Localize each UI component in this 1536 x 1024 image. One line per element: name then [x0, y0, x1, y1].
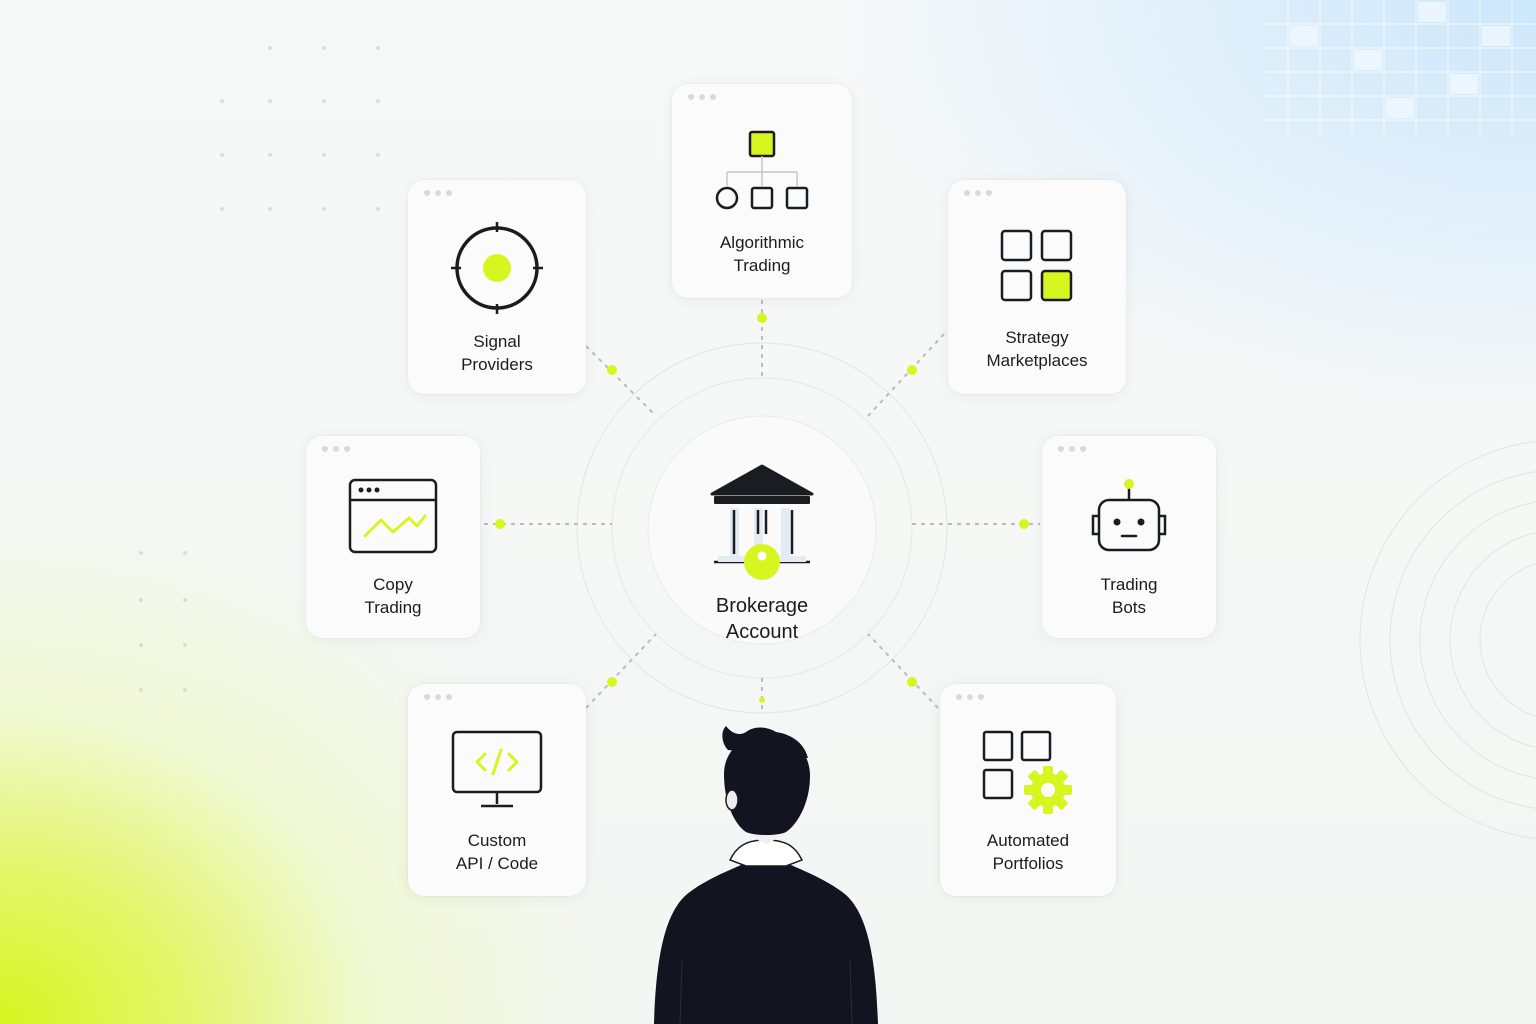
window-dots	[424, 190, 452, 196]
card-strategy-marketplaces[interactable]: Strategy Marketplaces	[948, 180, 1126, 394]
window-dots	[956, 694, 984, 700]
card-label-line2: Marketplaces	[986, 351, 1088, 370]
monitor-code-icon	[451, 730, 543, 808]
card-algorithmic-trading[interactable]: Algorithmic Trading	[672, 84, 852, 298]
card-label-line1: Strategy	[1005, 328, 1069, 347]
robot-icon	[1091, 479, 1167, 552]
person-back-icon	[654, 726, 878, 1024]
card-label-line1: Trading	[1100, 575, 1158, 594]
card-label-line2: Portfolios	[992, 854, 1064, 873]
card-signal-providers[interactable]: Signal Providers	[408, 180, 586, 394]
window-dots	[1058, 446, 1086, 452]
connector-dot	[607, 365, 617, 375]
bank-icon	[710, 464, 814, 580]
connector-dot	[1019, 519, 1029, 529]
hub-label-line1: Brokerage	[715, 595, 809, 617]
grid-gear-icon	[982, 730, 1072, 814]
connector-dot	[495, 519, 505, 529]
card-label-line1: Automated	[986, 831, 1070, 850]
card-label-line1: Signal	[473, 332, 521, 351]
window-dots	[424, 694, 452, 700]
hierarchy-icon	[715, 130, 809, 210]
card-label: Strategy Marketplaces	[948, 326, 1126, 372]
card-label-line1: Copy	[373, 575, 413, 594]
card-copy-trading[interactable]: Copy Trading	[306, 436, 480, 638]
hub-label: Brokerage Account	[662, 593, 862, 645]
card-label-line2: Trading	[364, 598, 422, 617]
card-label-line2: Providers	[461, 355, 533, 374]
card-custom-api[interactable]: Custom API / Code	[408, 684, 586, 896]
window-dots	[964, 190, 992, 196]
card-label: Algorithmic Trading	[672, 231, 852, 277]
card-label: Trading Bots	[1042, 573, 1216, 619]
card-label-line1: Custom	[467, 831, 527, 850]
window-dots	[322, 446, 350, 452]
connector-dot	[607, 677, 617, 687]
card-label-line1: Algorithmic	[719, 233, 805, 252]
card-label: Custom API / Code	[408, 829, 586, 875]
hub-label-line2: Account	[725, 621, 799, 643]
card-automated-portfolios[interactable]: Automated Portfolios	[940, 684, 1116, 896]
card-label-line2: Trading	[733, 256, 791, 275]
connector-dot	[907, 365, 917, 375]
connector-dot	[757, 313, 767, 323]
connector-dot	[759, 697, 765, 703]
card-label-line2: Bots	[1111, 598, 1147, 617]
card-label: Copy Trading	[306, 573, 480, 619]
card-label: Signal Providers	[408, 330, 586, 376]
card-trading-bots[interactable]: Trading Bots	[1042, 436, 1216, 638]
target-icon	[451, 222, 543, 314]
connector-dot	[907, 677, 917, 687]
card-label-line2: API / Code	[455, 854, 539, 873]
grid-icon	[1000, 229, 1073, 302]
card-label: Automated Portfolios	[940, 829, 1116, 875]
browser-chart-icon	[348, 478, 438, 554]
window-dots	[688, 94, 716, 100]
